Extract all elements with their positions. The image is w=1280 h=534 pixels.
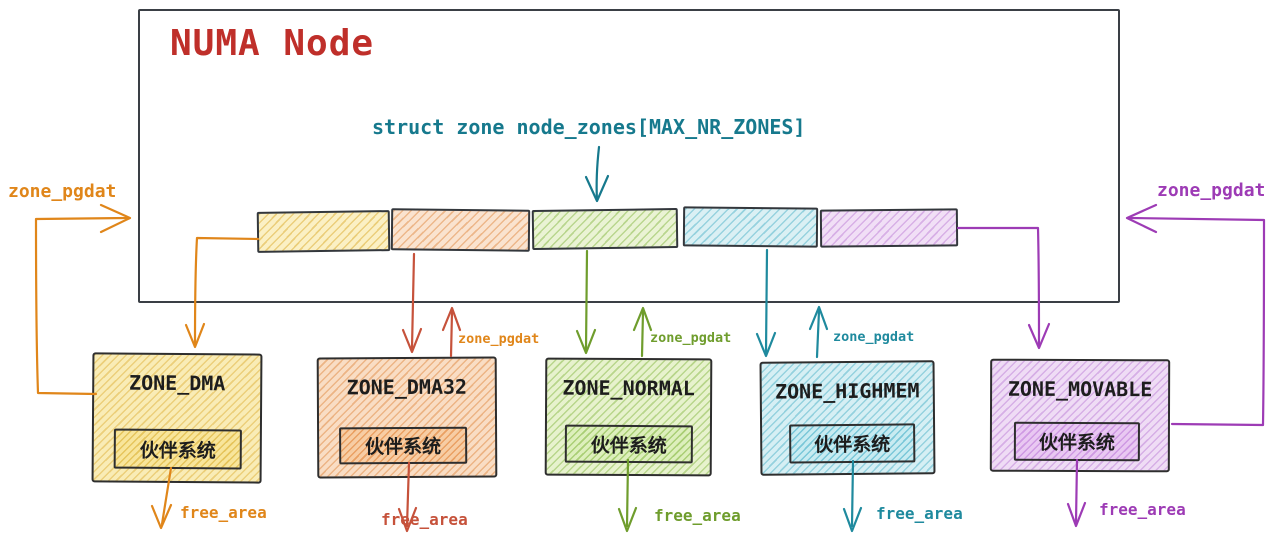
buddy-system-box-highmem: 伙伴系统 <box>789 423 916 464</box>
zone-array-cell-highmem <box>682 206 819 248</box>
zone-title-highmem: ZONE_HIGHMEM <box>774 378 920 404</box>
zone-box-movable: ZONE_MOVABLE 伙伴系统 <box>989 358 1171 473</box>
buddy-system-box-normal: 伙伴系统 <box>564 424 693 464</box>
zone-title-normal: ZONE_NORMAL <box>562 375 695 401</box>
buddy-system-label-dma: 伙伴系统 <box>139 439 216 462</box>
free-area-label-dma32: free_area <box>381 510 468 529</box>
buddy-system-box-dma: 伙伴系统 <box>113 428 242 470</box>
zone-pgdat-label-normal: zone_pgdat <box>650 330 732 346</box>
zone-array-cell-dma32 <box>390 208 531 252</box>
zone-box-dma32: ZONE_DMA32 伙伴系统 <box>316 356 498 479</box>
zone-array-cell-normal <box>531 207 679 251</box>
zone-pgdat-label-dma32: zone_pgdat <box>458 331 540 347</box>
arrow-zone-pgdat-up-normal <box>632 306 653 358</box>
node-zones-struct-label: struct zone node_zones[MAX_NR_ZONES] <box>372 115 806 139</box>
numa-node-box: NUMA Node struct zone node_zones[MAX_NR_… <box>138 9 1120 303</box>
buddy-system-box-dma32: 伙伴系统 <box>339 426 468 465</box>
buddy-system-label-highmem: 伙伴系统 <box>814 433 891 457</box>
arrow-zone-pgdat-up-highmem <box>808 305 829 359</box>
zone-array-cell-movable <box>819 208 959 248</box>
zone-pgdat-label-right: zone_pgdat <box>1157 180 1266 201</box>
zone-box-highmem: ZONE_HIGHMEM 伙伴系统 <box>759 360 936 476</box>
buddy-system-box-movable: 伙伴系统 <box>1013 421 1140 462</box>
free-area-label-movable: free_area <box>1099 500 1186 519</box>
zone-pgdat-label-highmem: zone_pgdat <box>833 329 915 345</box>
numa-node-title: NUMA Node <box>170 23 375 64</box>
zone-title-dma32: ZONE_DMA32 <box>346 374 468 400</box>
zone-pgdat-label-left: zone_pgdat <box>8 181 117 202</box>
free-area-label-dma: free_area <box>180 503 267 522</box>
buddy-system-label-normal: 伙伴系统 <box>590 434 667 457</box>
zone-title-dma: ZONE_DMA <box>128 370 226 396</box>
buddy-system-label-movable: 伙伴系统 <box>1038 431 1115 455</box>
zone-box-normal: ZONE_NORMAL 伙伴系统 <box>544 357 713 477</box>
zone-box-dma: ZONE_DMA 伙伴系统 <box>91 352 263 484</box>
zone-array-cell-dma <box>256 210 391 253</box>
buddy-system-label-dma32: 伙伴系统 <box>365 435 442 459</box>
zone-title-movable: ZONE_MOVABLE <box>1007 376 1153 402</box>
free-area-label-highmem: free_area <box>876 504 963 523</box>
free-area-label-normal: free_area <box>654 506 741 525</box>
